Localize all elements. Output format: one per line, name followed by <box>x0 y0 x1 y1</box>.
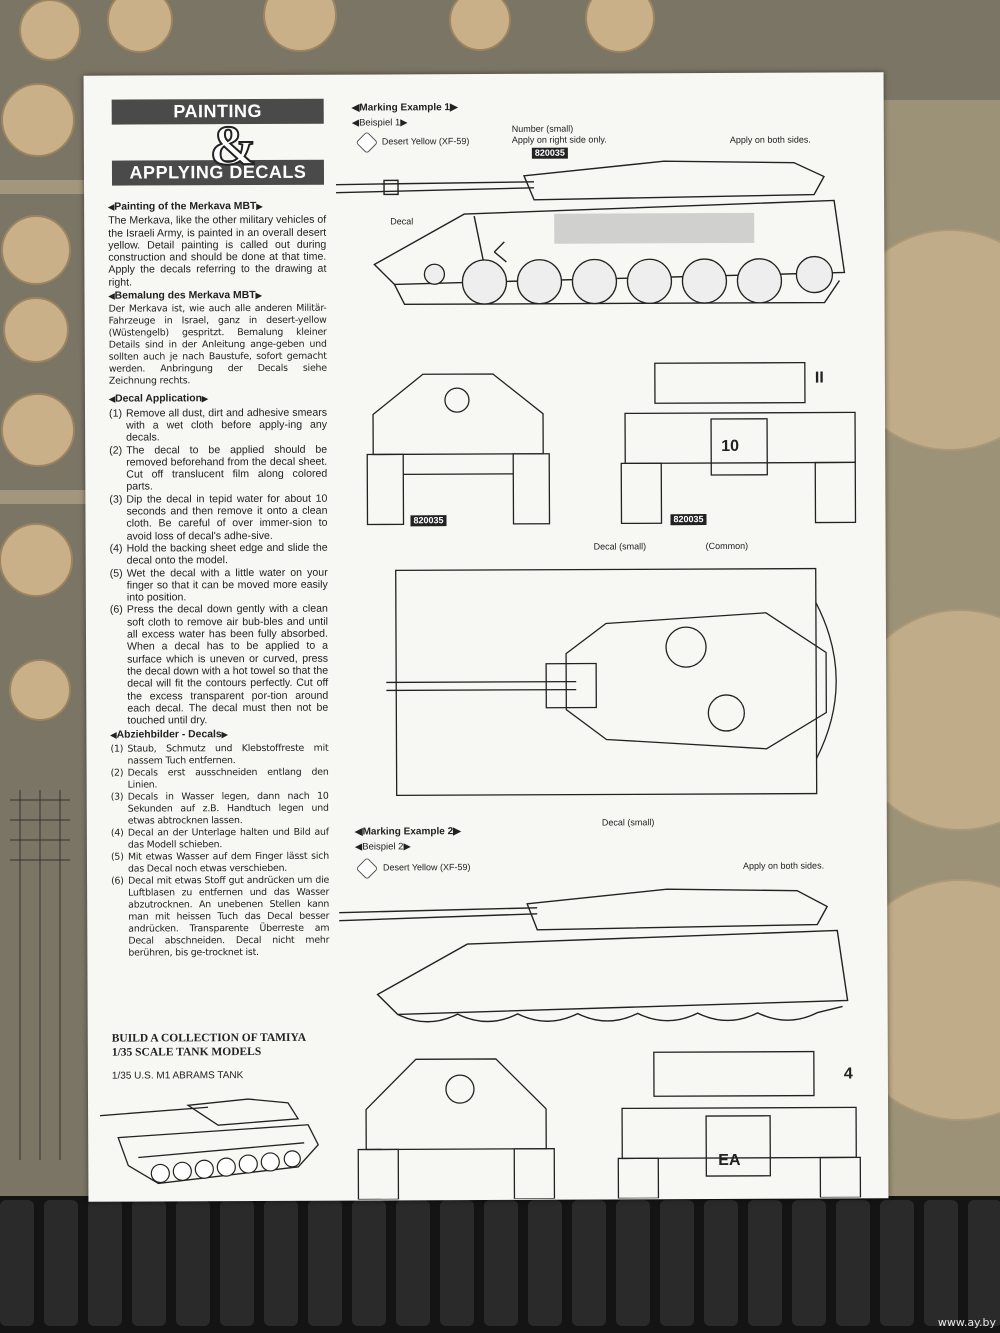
list-item: (2)Decals erst ausschneiden entlang den … <box>110 766 329 791</box>
example1-common: (Common) <box>705 540 749 552</box>
list-item: (4)Decal an der Unterlage halten und Bil… <box>110 826 329 851</box>
example1-rear-number: 10 <box>721 437 740 455</box>
list-item: (6)Decal mit etwas Stoff gut andrücken u… <box>111 874 330 959</box>
example1-sub: ◀Beispiel 1▶ <box>351 117 408 129</box>
painting-text: The Merkava, like the other military veh… <box>108 213 327 289</box>
list-item: (3)Dip the decal in tepid water for abou… <box>109 492 328 543</box>
list-item: (1)Remove all dust, dirt and adhesive sm… <box>108 406 328 444</box>
example1-turret-mark: II <box>814 369 824 387</box>
list-item: (5)Mit etwas Wasser auf dem Finger lässt… <box>110 850 329 875</box>
track-link <box>660 1200 694 1326</box>
example2-rear-view <box>617 1050 862 1199</box>
list-item: (5)Wet the decal with a little water on … <box>109 566 328 604</box>
track-link <box>968 1200 1000 1326</box>
track-link <box>176 1200 210 1326</box>
decal-application-heading: ◀Decal Application▶ <box>108 393 209 405</box>
track-link <box>396 1200 430 1326</box>
example2-sub: ◀Beispiel 2▶ <box>354 841 411 853</box>
instruction-sheet: PAINTING & APPLYING DECALS ◀Painting of … <box>83 72 889 1202</box>
example1-plate-front: 820035 <box>410 515 447 527</box>
abziehbilder-steps: (1)Staub, Schmutz und Klebstoffreste mit… <box>110 742 329 959</box>
example1-decal-small-bottom: Decal (small) <box>601 817 655 828</box>
track-link <box>484 1200 518 1326</box>
track-link <box>836 1200 870 1326</box>
example2-turret-mark: 4 <box>843 1065 853 1083</box>
bemalung-heading: ◀Bemalung des Merkava MBT▶ <box>108 290 262 302</box>
track-link <box>88 1200 122 1326</box>
track-link <box>44 1200 78 1326</box>
list-item: (2)The decal to be applied should be rem… <box>109 443 328 494</box>
example2-heading: ◀Marking Example 2▶ <box>354 826 461 838</box>
track-link <box>0 1200 34 1326</box>
list-item: (3)Decals in Wasser legen, dann nach 10 … <box>110 790 329 827</box>
section-title: PAINTING & APPLYING DECALS <box>111 98 325 186</box>
track-link <box>704 1200 738 1326</box>
example1-rear-view <box>620 361 857 525</box>
example2-both-sides: Apply on both sides. <box>742 860 825 871</box>
example2-rear-mark: EA <box>718 1151 741 1169</box>
list-item: (4)Hold the backing sheet edge and slide… <box>109 541 328 567</box>
left-text-column: ◀Painting of the Merkava MBT▶ The Merkav… <box>108 201 329 960</box>
track-link <box>924 1200 958 1326</box>
collection-line1: BUILD A COLLECTION OF TAMIYA <box>111 1031 307 1045</box>
track-link <box>440 1200 474 1326</box>
track-link <box>308 1200 342 1326</box>
example1-both-sides: Apply on both sides. <box>729 134 811 145</box>
decal-application-steps: (1)Remove all dust, dirt and adhesive sm… <box>109 406 328 727</box>
collection-heading: BUILD A COLLECTION OF TAMIYA 1/35 SCALE … <box>112 1031 332 1060</box>
track-link <box>572 1200 606 1326</box>
example1-top-view <box>386 567 837 797</box>
track-link <box>264 1200 298 1326</box>
collection-line2: 1/35 SCALE TANK MODELS <box>111 1045 262 1059</box>
list-item: (6)Press the decal down gently with a cl… <box>109 603 329 727</box>
watermark: www.ay.by <box>937 1316 996 1329</box>
m1-abrams-label: 1/35 U.S. M1 ABRAMS TANK <box>111 1070 244 1082</box>
title-ampersand: & <box>209 114 258 178</box>
abziehbilder-heading: ◀Abziehbilder - Decals▶ <box>110 729 228 742</box>
example1-decal-small: Decal (small) <box>593 541 647 552</box>
bemalung-text: Der Merkava ist, wie auch alle anderen M… <box>108 303 327 388</box>
track-link <box>616 1200 650 1326</box>
track-link <box>132 1200 166 1326</box>
track-link <box>792 1200 826 1326</box>
example1-plate-rear: 820035 <box>670 514 707 526</box>
example1-front-view <box>366 373 551 526</box>
example2-front-view <box>357 1058 556 1200</box>
example2-color: Desert Yellow (XF-59) <box>382 862 471 873</box>
example1-number-note: Number (small) <box>511 123 574 134</box>
track-link <box>352 1200 386 1326</box>
painting-heading: ◀Painting of the Merkava MBT▶ <box>108 200 263 213</box>
example2-side-view <box>339 888 849 1023</box>
example1-number-note2: Apply on right side only. <box>511 134 607 145</box>
m1-abrams-drawing <box>100 1098 319 1185</box>
track-link <box>220 1200 254 1326</box>
track-link <box>748 1200 782 1326</box>
example1-side-view <box>336 160 846 306</box>
example1-heading: ◀Marking Example 1▶ <box>351 102 458 114</box>
example1-color: Desert Yellow (XF-59) <box>381 136 470 147</box>
track-link <box>880 1200 914 1326</box>
color-swatch-icon <box>355 131 379 154</box>
track-link <box>528 1200 562 1326</box>
list-item: (1)Staub, Schmutz und Klebstoffreste mit… <box>110 742 329 767</box>
